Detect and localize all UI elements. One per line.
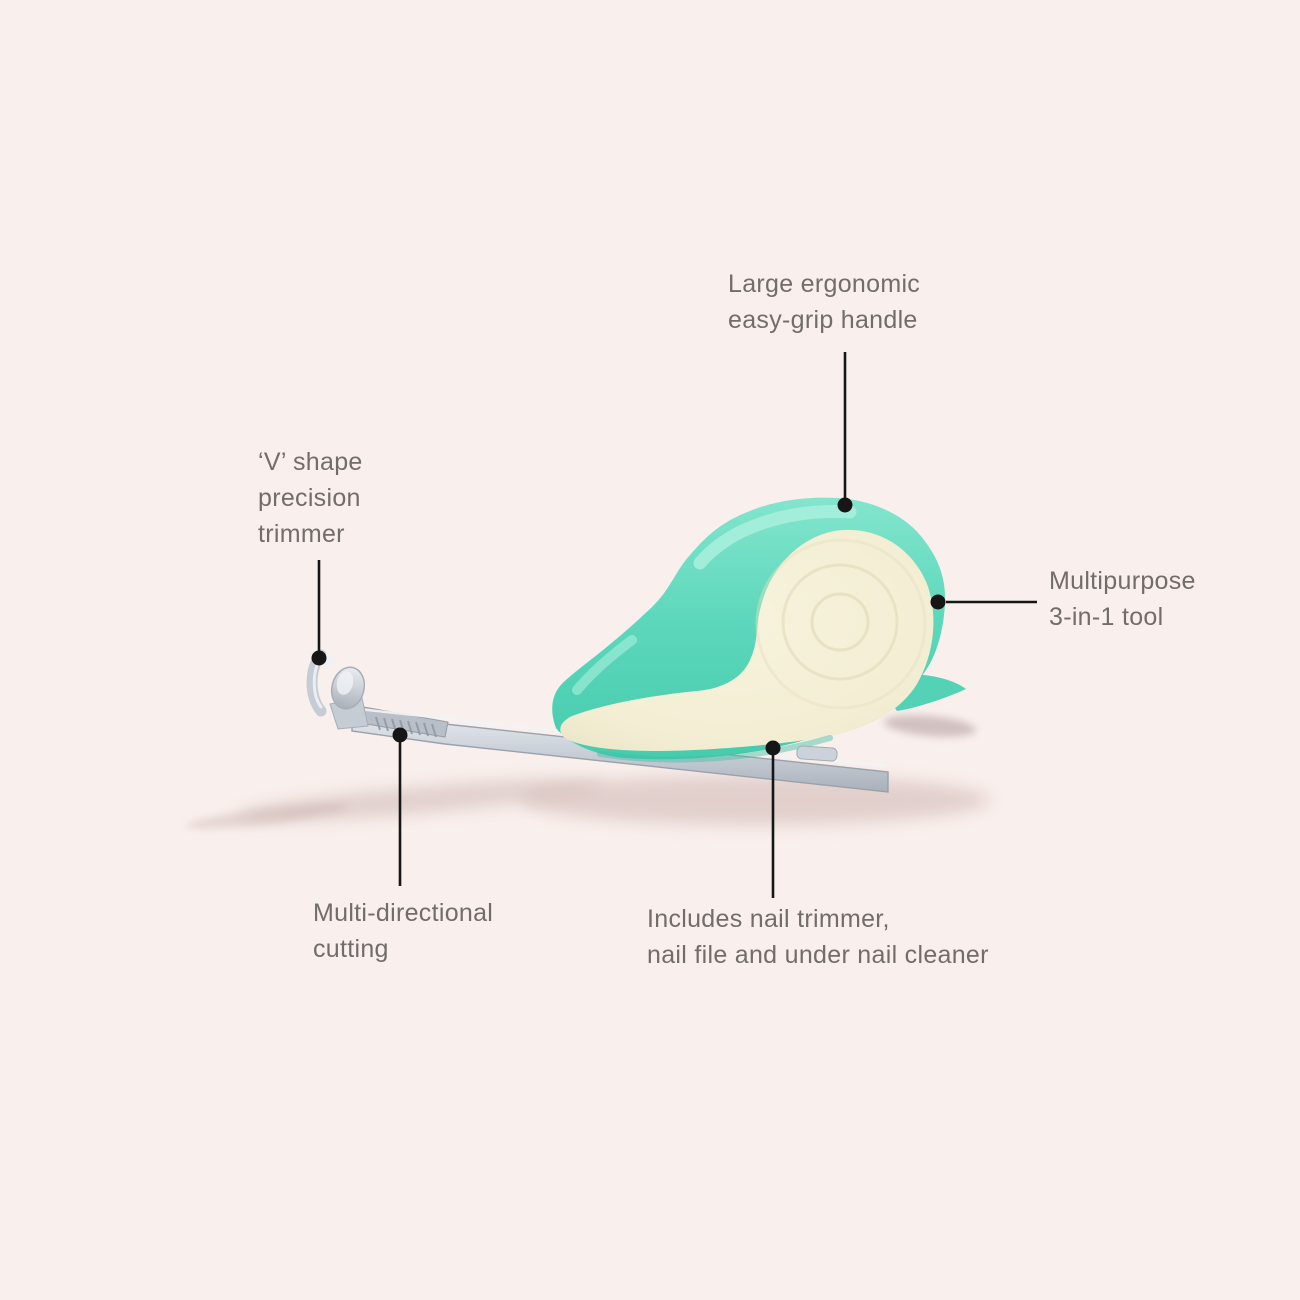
shell-spiral-grooves xyxy=(755,538,927,710)
callout-label-easy-grip-handle: Large ergonomic easy-grip handle xyxy=(728,270,921,334)
callout-label-v-shape-trimmer: ‘V’ shape precision trimmer xyxy=(258,448,363,548)
steel-latch xyxy=(796,745,838,762)
shell-face xyxy=(560,529,934,751)
callout-label-multipurpose-tool: Multipurpose 3-in-1 tool xyxy=(1049,567,1196,631)
callout-dot-multi-directional xyxy=(392,727,408,743)
callout-label-included-tools: Includes nail trimmer, nail file and und… xyxy=(647,905,989,969)
callout-dot-includes xyxy=(765,740,781,756)
callout-dot-multipurpose xyxy=(930,594,946,610)
callout-dot-v-shape xyxy=(311,650,327,666)
callout-lines xyxy=(311,352,1037,898)
body-highlights xyxy=(572,504,857,763)
callout-dot-handle xyxy=(837,497,853,513)
callout-label-multi-directional-cutting: Multi-directional cutting xyxy=(313,899,494,963)
